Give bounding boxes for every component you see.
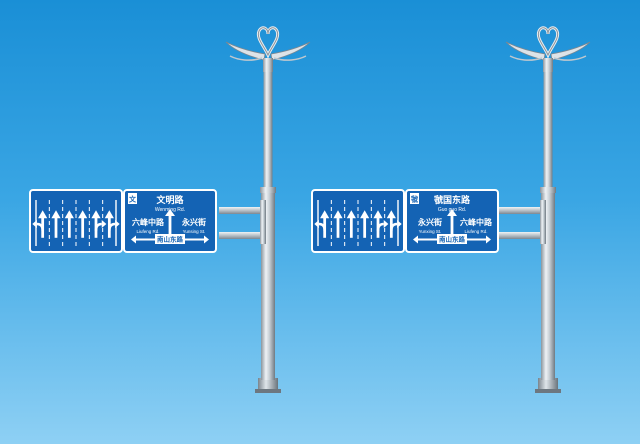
pole-1 — [217, 26, 312, 395]
marker-badge — [128, 193, 137, 204]
left-road-cn: 永兴街 — [417, 217, 442, 227]
road-name-cn: 文明路 — [155, 194, 184, 206]
lane-sign-1 — [29, 189, 123, 253]
cross-left-arrow — [131, 235, 136, 244]
direction-sign-2: 虢 虢国东路 Guo guo Rd. 永兴街 Yunxing St. 六峰中路 … — [405, 189, 499, 253]
pole-2 — [497, 26, 592, 395]
straight-arrow-head — [447, 209, 457, 216]
right-road-cn: 永兴街 — [181, 217, 206, 227]
left-road-en: Liufeng Rd. — [136, 229, 159, 234]
marker-badge — [410, 193, 419, 204]
cross-right-arrow — [204, 235, 209, 244]
cross-road-plate — [155, 234, 185, 244]
road-name-cn: 虢国东路 — [434, 194, 471, 206]
right-road-en: Liufeng Rd. — [464, 229, 487, 234]
cross-road-plate — [437, 234, 467, 244]
left-road-en: Yunxing St. — [419, 229, 442, 234]
straight-arrow-head — [165, 209, 175, 216]
cross-right-arrow — [486, 235, 491, 244]
lane-sign-2 — [311, 189, 405, 253]
sign-assembly-1: 文 文明路 Wenming Rd. 六峰中路 Liufeng Rd. 永兴街 Y… — [29, 26, 312, 395]
straight-arrow-shaft — [450, 214, 454, 238]
right-road-en: Yunsing St. — [183, 229, 206, 234]
marker-text: 虢 — [411, 195, 418, 204]
cross-left-arrow — [413, 235, 418, 244]
marker-text: 文 — [129, 195, 137, 204]
cross-road-cn: 南山东路 — [439, 235, 466, 244]
cross-road-cn: 南山东路 — [157, 235, 184, 244]
straight-arrow-shaft — [168, 214, 172, 238]
direction-sign-1: 文 文明路 Wenming Rd. 六峰中路 Liufeng Rd. 永兴街 Y… — [123, 189, 217, 253]
right-road-cn: 六峰中路 — [460, 217, 493, 227]
sign-assembly-2: 虢 虢国东路 Guo guo Rd. 永兴街 Yunxing St. 六峰中路 … — [311, 26, 592, 395]
left-road-cn: 六峰中路 — [132, 217, 165, 227]
